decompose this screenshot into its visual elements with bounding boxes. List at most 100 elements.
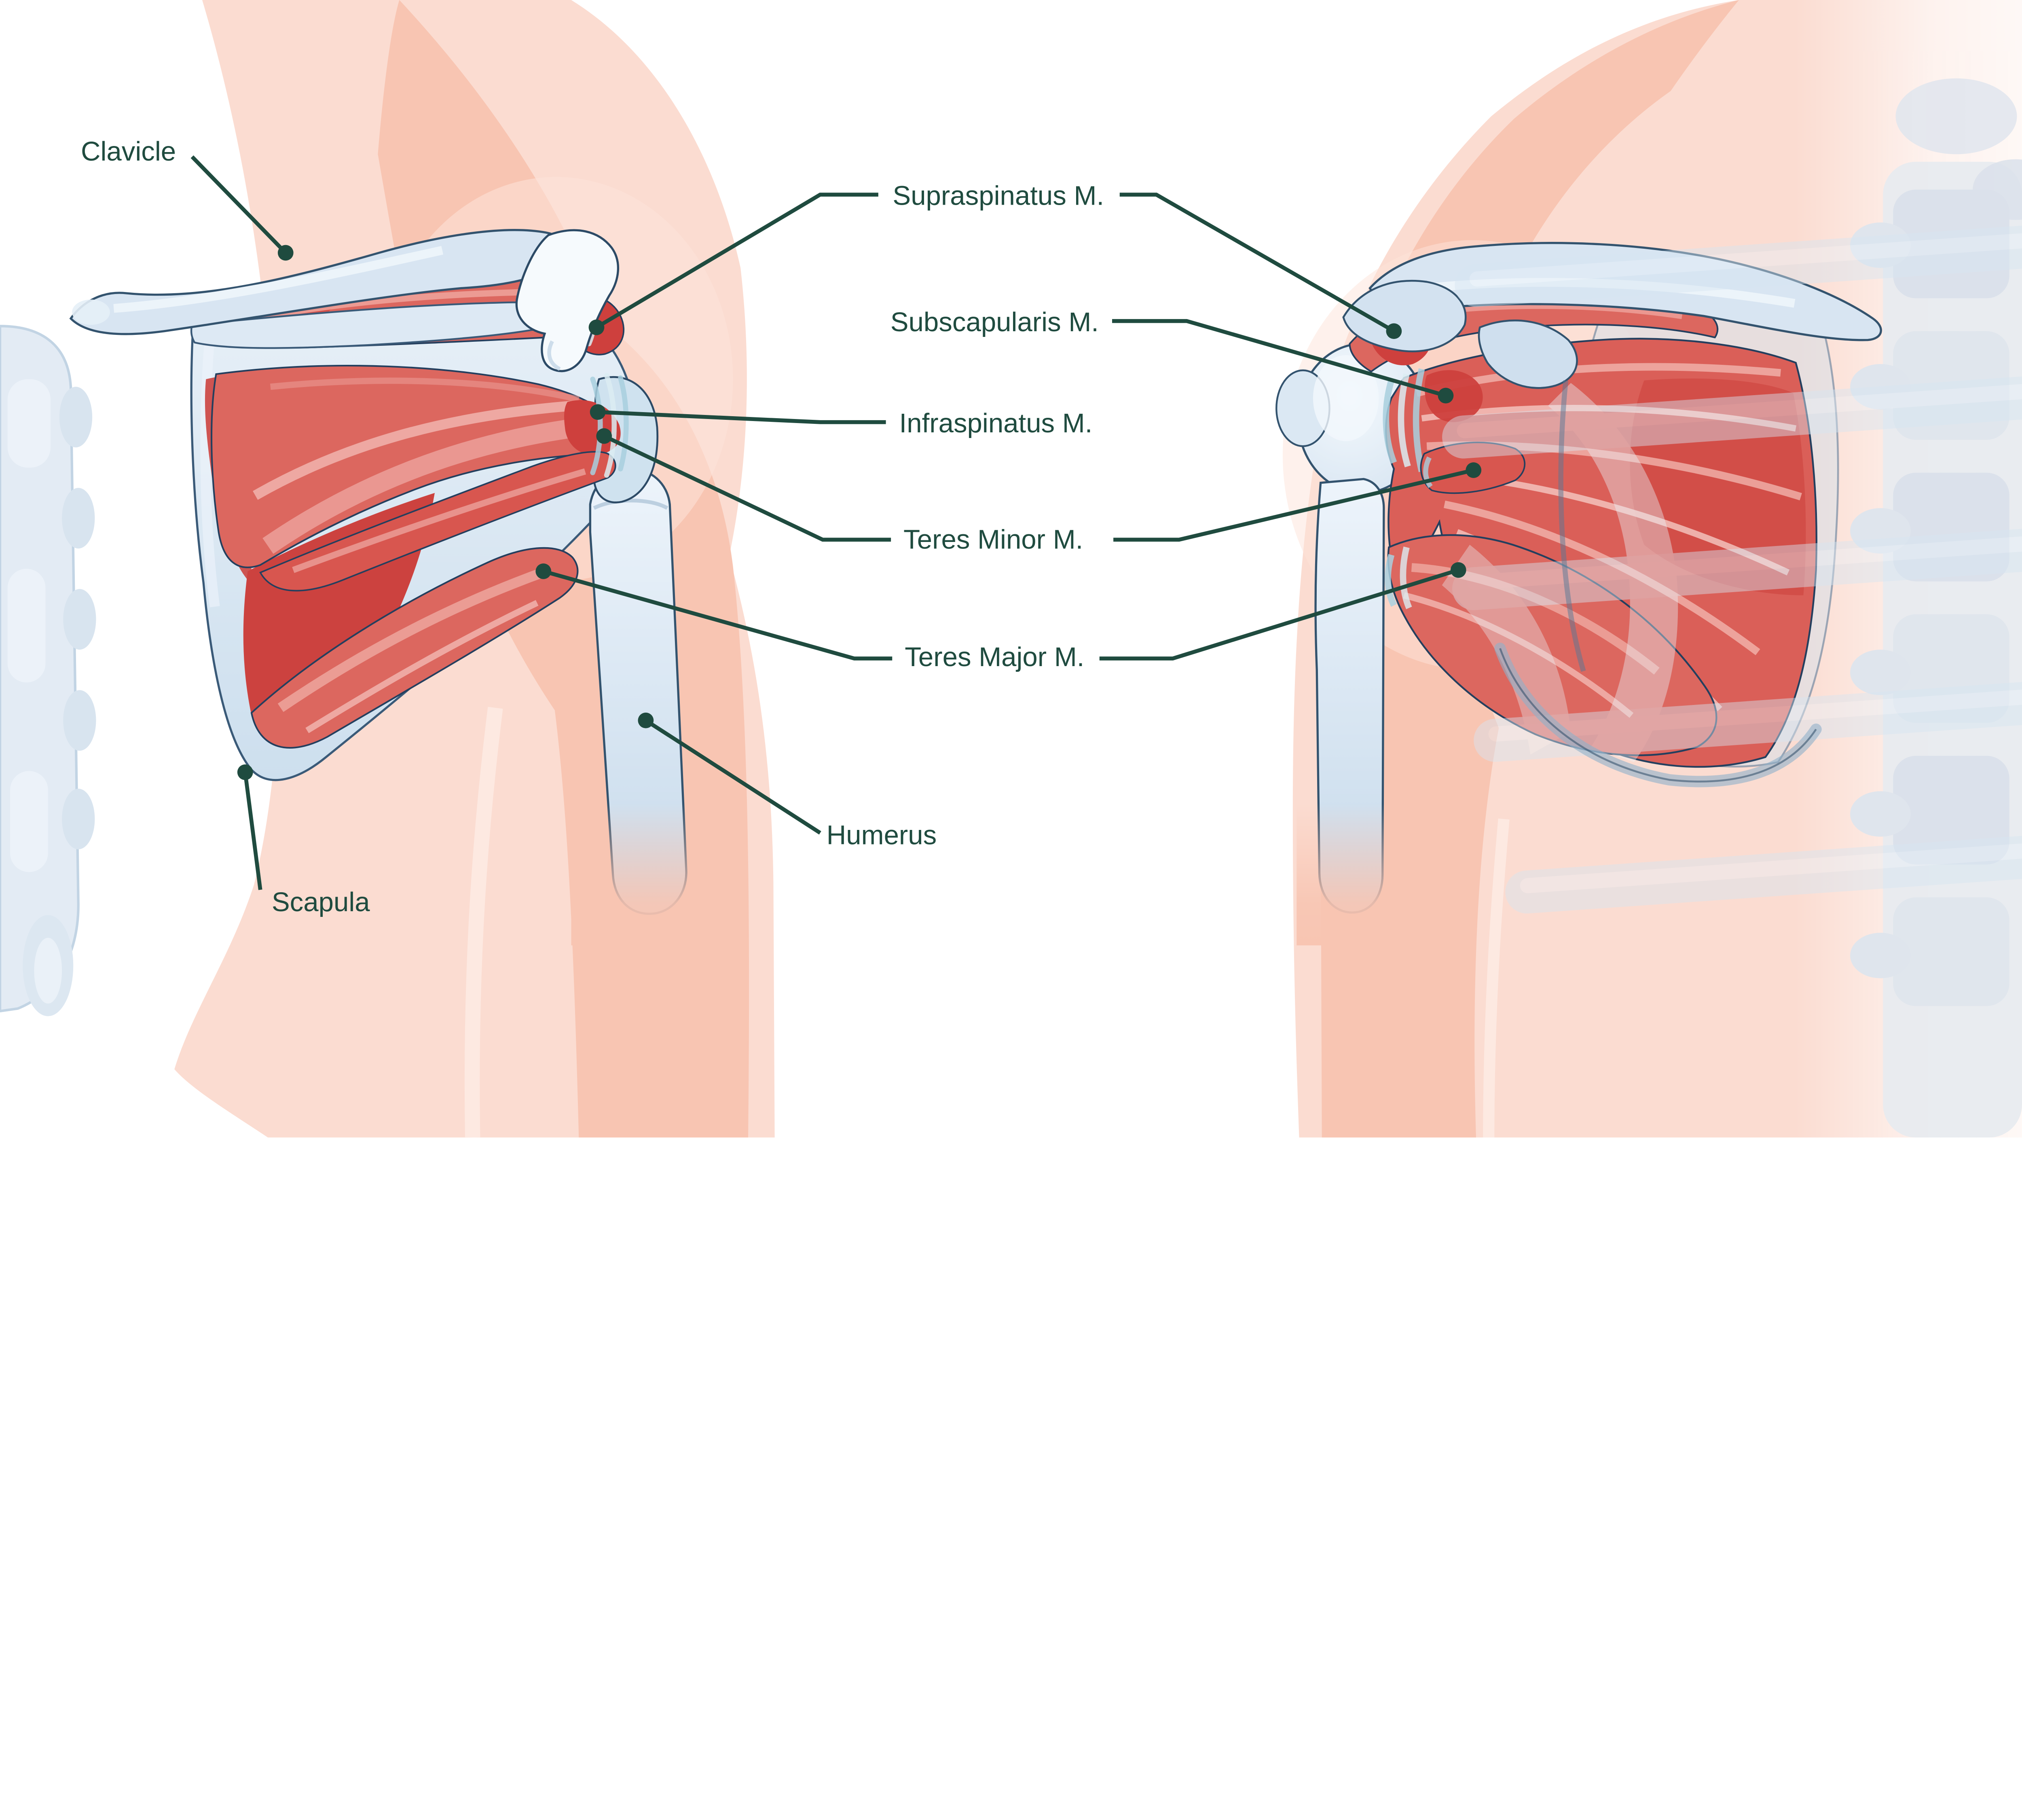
label-clavicle: Clavicle <box>81 136 176 167</box>
rib-ghost <box>1474 681 2022 762</box>
scapula-rim-right <box>1494 380 1822 787</box>
spinous-process-highlight <box>34 938 62 1004</box>
subscapularis-dark-core <box>1630 378 1806 595</box>
clavicle-highlight <box>1402 278 1796 308</box>
muscle-streak <box>292 468 586 573</box>
vertebra-ghost <box>1893 756 2009 865</box>
tendon-stripe <box>1423 456 1433 488</box>
tendon-stripe <box>1383 379 1397 464</box>
transverse-process-ghost <box>1850 933 1911 978</box>
transverse-process-ghost <box>1850 222 1911 268</box>
leader-dot-teres_minor-0 <box>596 428 612 444</box>
muscle-streak <box>270 377 580 403</box>
upper-spine-blob <box>1895 78 2017 154</box>
leader-dot-teres_major-1 <box>1450 562 1466 578</box>
label-supraspinatus: Supraspinatus M. <box>893 180 1104 211</box>
leader-line-teres_minor-0 <box>603 434 891 542</box>
vertebra-bump <box>62 488 95 549</box>
vertebra-bump <box>63 690 96 751</box>
acromion-shade <box>547 340 561 371</box>
label-teres_major: Teres Major M. <box>905 642 1084 672</box>
acromion-hook <box>515 229 620 372</box>
rib-ghost <box>1455 225 2022 307</box>
vertebra-body-highlight <box>7 379 51 468</box>
teres-minor-muscle-left <box>259 451 616 592</box>
tendon-stripe <box>604 372 617 478</box>
transverse-process-ghost <box>1850 508 1911 554</box>
leader-dot-supraspinatus-1 <box>1386 323 1402 339</box>
acromion-right <box>1342 279 1578 389</box>
rib-arc-over-fan <box>1548 383 1678 762</box>
subscapularis-insertion <box>1424 370 1483 422</box>
ribs-ghost-overlay <box>1442 225 2022 914</box>
clavicle-sternal-end <box>72 299 110 325</box>
label-infraspinatus: Infraspinatus M. <box>899 408 1093 438</box>
rib-ghost-highlight <box>1520 843 2022 893</box>
leader-dot-humerus-0 <box>638 712 654 728</box>
left-figure-posterior <box>0 0 775 1138</box>
label-teres_minor: Teres Minor M. <box>903 524 1083 554</box>
vertebra-bump <box>59 387 93 448</box>
label-subscapularis: Subscapularis M. <box>890 307 1099 337</box>
rib-ghost-highlight <box>1469 233 2022 287</box>
transverse-process-ghost <box>1850 791 1911 837</box>
muscle-streak <box>1411 563 1660 675</box>
leader-dot-clavicle-0 <box>277 245 294 261</box>
vertebra-ghost <box>1893 897 2009 1006</box>
rib-ghost <box>1452 529 2022 610</box>
leader-line-humerus-0 <box>645 719 821 835</box>
rib-ghost-highlight <box>1467 536 2022 590</box>
acromion-blob <box>1342 279 1467 353</box>
scapula-inferior-rim-line <box>1499 648 1817 783</box>
leader-line-teres_minor-1 <box>1113 468 1474 542</box>
rib-ghost <box>1505 836 2022 914</box>
teres-major-body <box>250 547 579 749</box>
label-humerus: Humerus <box>827 820 937 851</box>
humerus-top-arc <box>593 498 668 510</box>
vertebra-body-highlight <box>7 569 46 683</box>
vertebra-body-highlight <box>10 771 48 872</box>
label-scapula: Scapula <box>272 887 370 917</box>
scapula-medial-highlight <box>200 336 220 607</box>
teres-major-right-body <box>1387 534 1717 756</box>
vertebra-ghost <box>1893 331 2009 440</box>
tendon-stripe <box>618 375 629 472</box>
teres-major-muscle-left <box>250 547 579 749</box>
leader-dot-supraspinatus-0 <box>588 320 605 335</box>
humerus-fade-left <box>571 804 711 946</box>
clavicle-bone-right <box>1368 242 1882 341</box>
tendon-stripe <box>1400 546 1412 609</box>
scapula-lateral-border <box>1558 380 1586 672</box>
tendon-stripe <box>1385 554 1397 607</box>
leader-line-subscapularis-0 <box>1112 319 1447 398</box>
upper-spine-blob <box>1973 159 2022 220</box>
right-arm-crease <box>1483 818 1510 1138</box>
leader-dot-subscapularis-0 <box>1438 387 1454 404</box>
muscle-streak <box>277 566 548 712</box>
leader-line-supraspinatus-1 <box>1119 193 1395 333</box>
leader-line-scapula-0 <box>243 772 262 890</box>
muscle-streak <box>1403 592 1634 718</box>
leader-line-teres_major-1 <box>1099 568 1459 660</box>
humeral-head-sheen <box>1313 355 1379 441</box>
leader-line-supraspinatus-0 <box>595 193 878 329</box>
vertebra-ghost <box>1893 614 2009 723</box>
clavicle-body-right <box>1368 242 1882 341</box>
rib-ghost-highlight <box>1488 689 2022 742</box>
leader-dot-infraspinatus-0 <box>590 404 606 420</box>
coracoid-process <box>1478 320 1578 389</box>
tendon-stripe <box>590 377 603 475</box>
acromion-left <box>515 229 620 372</box>
muscle-streak <box>1443 500 1760 656</box>
teres-major-muscle-right <box>1385 534 1717 756</box>
transverse-process-ghost <box>1850 364 1911 410</box>
tendon-stripe <box>1413 368 1425 472</box>
muscle-streak <box>262 419 573 554</box>
leader-dot-teres_minor-1 <box>1466 462 1482 478</box>
leader-dot-teres_major-0 <box>535 563 552 579</box>
leader-dot-scapula-0 <box>237 764 253 780</box>
rib-ghost <box>1442 376 2022 459</box>
